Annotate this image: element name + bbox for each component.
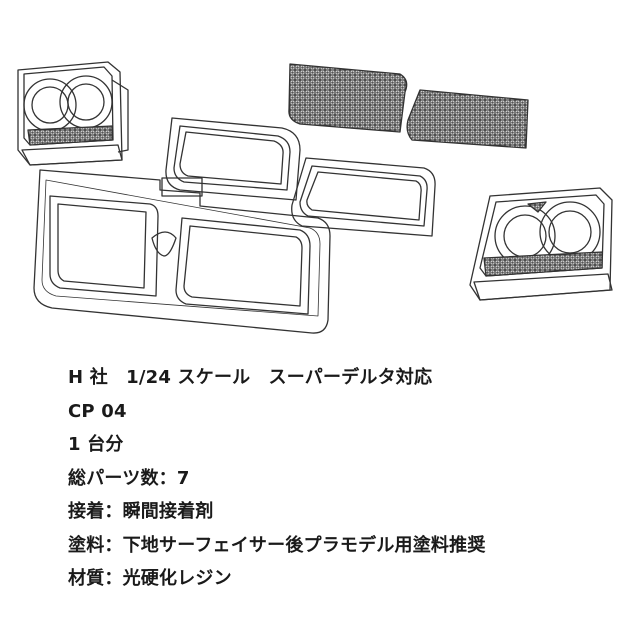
grille-insert-right (406, 89, 529, 149)
spec-quantity: 1 台分 (68, 434, 124, 455)
lens-frame-left (165, 117, 301, 201)
headlight-housing-left (17, 61, 129, 166)
spec-paint: 塗料：下地サーフェイサー後プラモデル用塗料推奨 (68, 534, 486, 556)
lens-frame-right (291, 157, 436, 237)
headlight-housing-right (469, 187, 613, 301)
spec-material: 材質：光硬化レジン (68, 568, 232, 589)
spec-product-code: CP 04 (68, 400, 127, 422)
spec-adhesive: 接着：瞬間接着剤 (68, 501, 214, 522)
spec-part-count: 総パーツ数：7 (68, 467, 190, 489)
spec-list: H 社 1/24 スケール スーパーデルタ対応 CP 04 1 台分 総パーツ数… (68, 364, 486, 599)
spec-title: H 社 1/24 スケール スーパーデルタ対応 (68, 367, 433, 388)
grille-insert-left (288, 63, 408, 133)
front-grille-panel (33, 169, 331, 334)
